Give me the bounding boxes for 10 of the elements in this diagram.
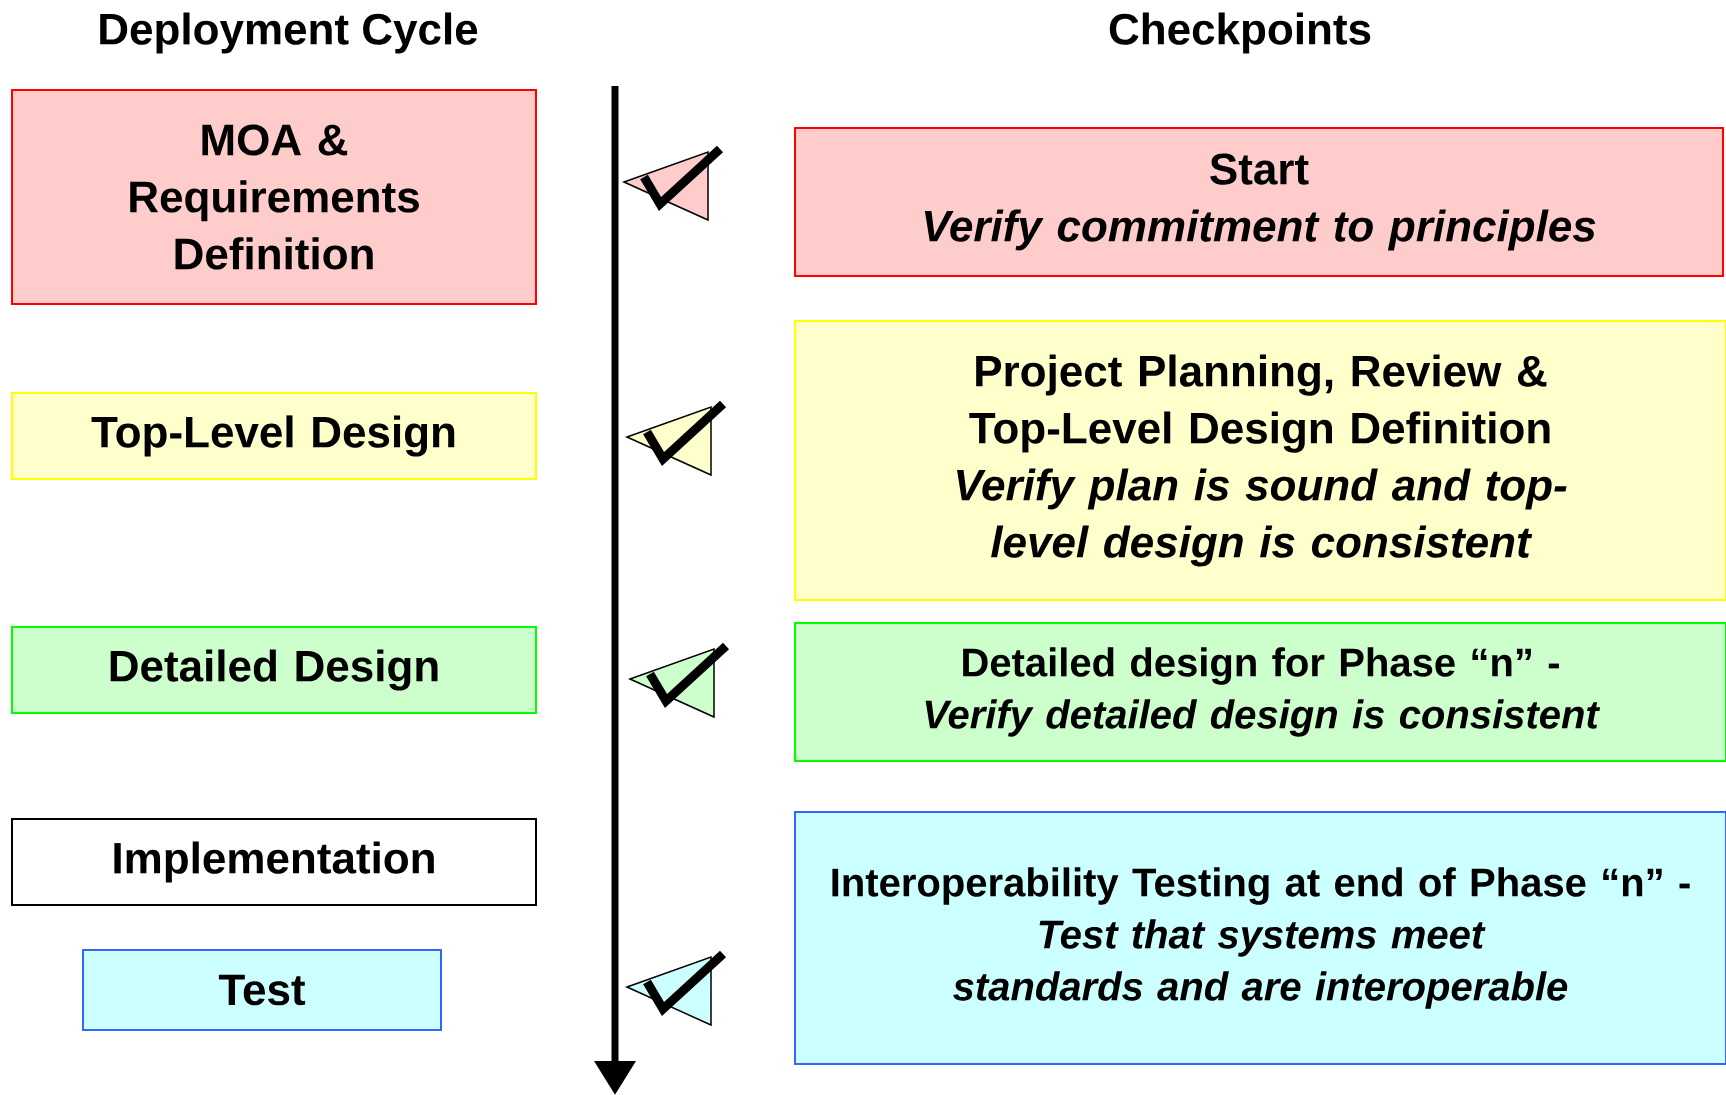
process-box: Implementation [11, 818, 537, 906]
process-box: Top-Level Design [11, 392, 537, 480]
process-box: MOA & Requirements Definition [11, 89, 537, 305]
process-box: Detailed design for Phase “n” - Verify detailed design is consistent [794, 622, 1726, 762]
process-box: Start Verify commitment to principles [794, 127, 1724, 277]
process-box: Detailed Design [11, 626, 537, 714]
process-box: Interoperability Testing at end of Phase “n” - Test that systems meet standards and are interoperable [794, 811, 1726, 1065]
process-box: Test [82, 949, 442, 1031]
column-heading: Checkpoints [1109, 12, 1371, 54]
process-box: Project Planning, Review & Top-Level Design Definition Verify plan is sound and top-level design is consistent [794, 320, 1726, 601]
